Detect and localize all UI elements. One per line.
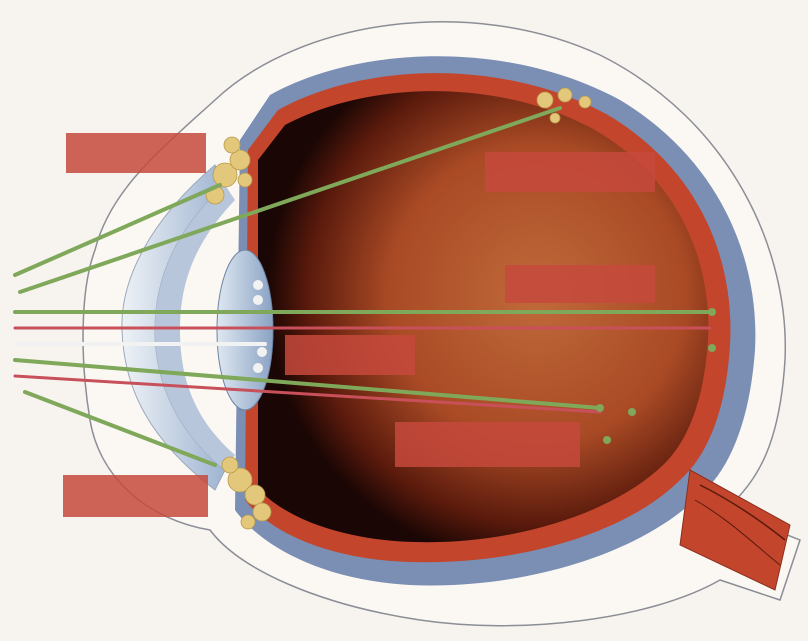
label-center (285, 335, 415, 375)
label-bottom-left (63, 475, 208, 517)
label-upper-right (485, 152, 655, 192)
label-mid-right (505, 265, 655, 303)
lens (217, 250, 273, 410)
label-top-left (66, 133, 206, 173)
label-lower-right (395, 422, 580, 467)
